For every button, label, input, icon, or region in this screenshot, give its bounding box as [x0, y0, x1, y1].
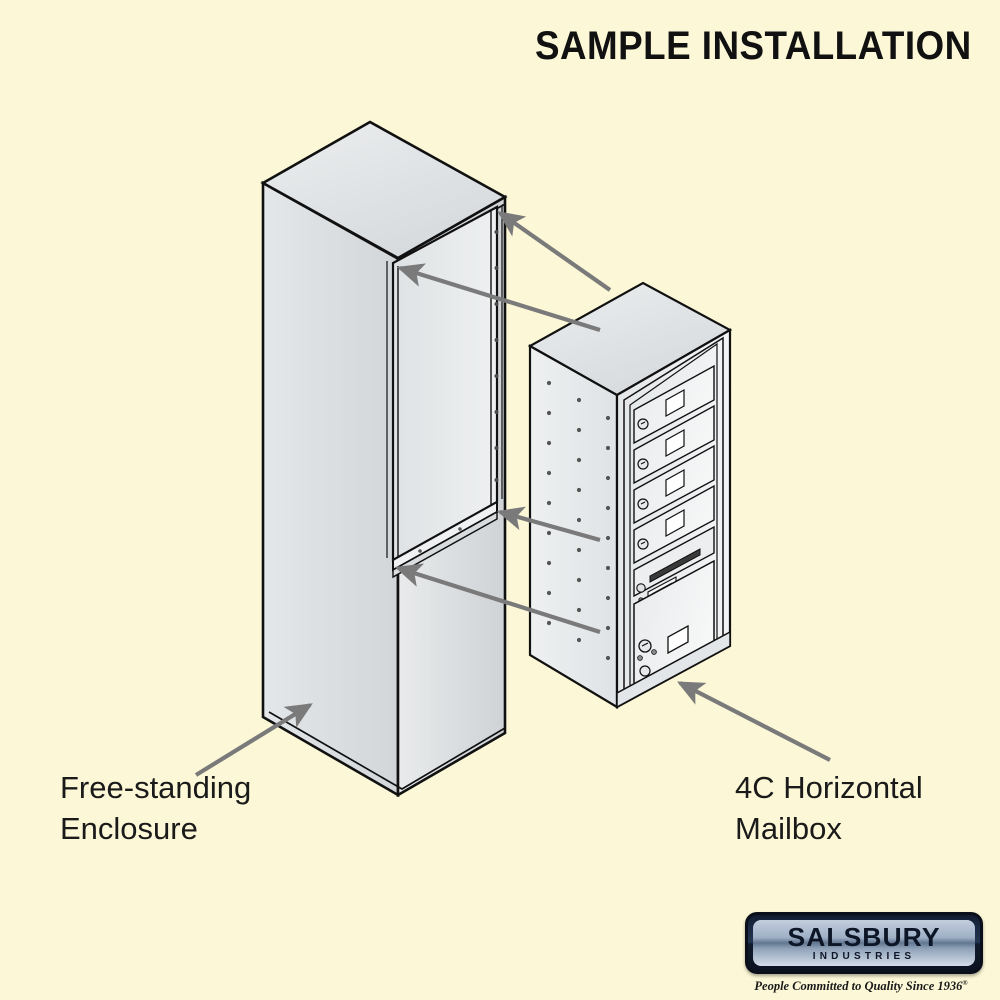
arrow-to-enclosure-top-left [396, 263, 601, 333]
4c-horizontal-mailbox [527, 281, 733, 709]
arrow-to-enclosure-top-right [497, 211, 612, 292]
free-standing-enclosure [260, 120, 508, 798]
enclosure-base-lip [268, 711, 506, 790]
arrow-from-mailbox-caption [677, 681, 831, 762]
door-lock-icon [637, 538, 649, 550]
callout-label-mailbox: 4C Horizontal Mailbox [735, 770, 923, 846]
mailbox-side-panel [528, 344, 619, 709]
enclosure-shelf-holes [418, 527, 462, 553]
door-name-plate [665, 508, 685, 538]
arrow-to-enclosure-shelf-left [394, 563, 601, 635]
door-lock-icon [637, 498, 649, 510]
salsbury-industries-logo: SALSBURY INDUSTRIES People Committed to … [745, 912, 983, 994]
callout-arrows [194, 211, 831, 777]
outgoing-lock-icon [636, 583, 646, 593]
enclosure-left-face [261, 180, 400, 798]
door-name-plate [665, 388, 685, 418]
logo-tagline: People Committed to Quality Since 1936® [745, 979, 977, 994]
logo-tagline-text: People Committed to Quality Since 1936 [754, 979, 963, 994]
outgoing-mail-slot [649, 548, 701, 583]
door-name-plate [665, 428, 685, 458]
door-name-plate [665, 468, 685, 498]
arrow-from-enclosure-caption [194, 703, 313, 777]
parcel-locker-name-plate [667, 624, 689, 655]
parcel-locker-lock-icon [638, 639, 652, 653]
parcel-locker-lock-icon-2 [639, 665, 651, 677]
logo-brand-name: SALSBURY [787, 922, 941, 952]
logo-sub-name: INDUSTRIES [812, 951, 916, 962]
mailbox-tenant-doors [633, 364, 715, 565]
door-lock-icon [637, 458, 649, 470]
mailbox-base-trim [616, 630, 731, 709]
logo-plate: SALSBURY INDUSTRIES [745, 912, 983, 974]
logo-plate-inner: SALSBURY INDUSTRIES [753, 920, 975, 966]
arrow-to-enclosure-shelf-right [496, 506, 601, 543]
enclosure-recess-interior [393, 207, 497, 560]
callout-label-enclosure: Free-standing Enclosure [60, 770, 252, 846]
door-lock-icon [637, 418, 649, 430]
registered-trademark-icon: ® [962, 979, 968, 987]
mailbox-side-mounting-holes [546, 380, 611, 661]
page-title: SAMPLE INSTALLATION [535, 24, 972, 68]
